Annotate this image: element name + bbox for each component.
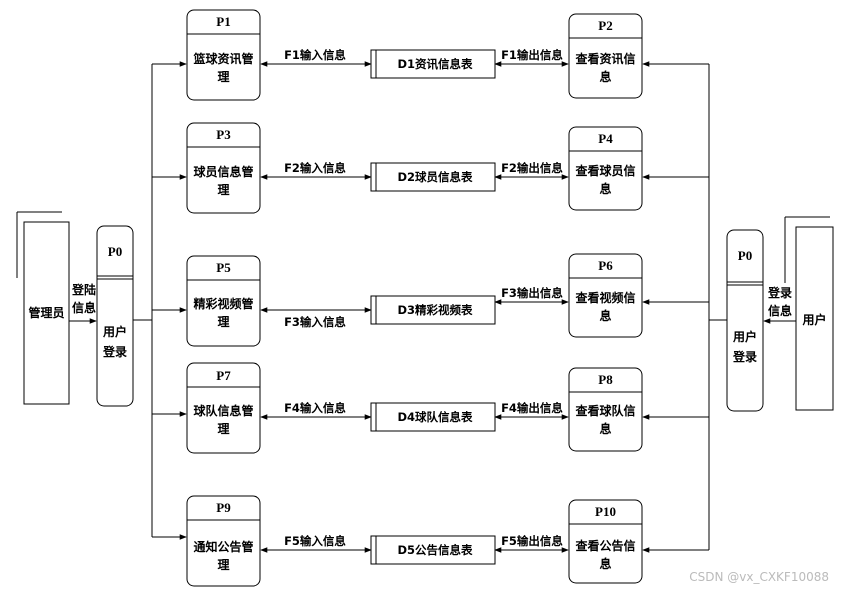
- process-p6-name-line1: 查看视频信: [574, 290, 635, 305]
- process-p5-name-line1: 精彩视频管: [193, 296, 253, 311]
- process-p7-name-line2: 理: [217, 422, 229, 436]
- user-login-info-line2: 信息: [768, 303, 792, 318]
- watermark: CSDN @vx_CXKF10088: [689, 570, 829, 584]
- user-login-info-line1: 登录: [767, 285, 792, 300]
- data-store-d1: D1资讯信息表: [370, 49, 496, 79]
- process-p3-name-line2: 理: [217, 183, 229, 197]
- data-store-d4: D4球队信息表: [370, 402, 496, 432]
- row-4: P7 球队信息管 理 F4输入信息 D4球队信息表 F4输出信息 P8 查看球队…: [152, 362, 709, 454]
- process-p4: [568, 126, 643, 211]
- process-p5: [186, 255, 261, 347]
- process-p7-name-line1: 球队信息管: [193, 403, 253, 418]
- right-login-process-name-line2: 登录: [732, 349, 757, 364]
- process-p6: [568, 253, 643, 338]
- process-p10-name-line1: 查看公告信: [574, 538, 635, 553]
- process-p4-name-line1: 查看球员信: [574, 163, 635, 178]
- process-p4-id: P4: [598, 131, 613, 146]
- process-p4-name-line2: 息: [599, 181, 611, 196]
- process-p3-id: P3: [216, 127, 231, 142]
- data-store-d2-label: D2球员信息表: [397, 170, 473, 184]
- input-flow-f4: F4输入信息: [284, 401, 346, 415]
- input-flow-f3: F3输入信息: [284, 315, 346, 329]
- process-p1: [186, 9, 261, 101]
- process-p6-id: P6: [598, 258, 613, 273]
- left-login-process-name-line2: 登录: [102, 344, 127, 359]
- data-store-d1-label: D1资讯信息表: [397, 57, 473, 71]
- process-p9-id: P9: [216, 500, 231, 515]
- left-login-process-name-line1: 用户: [102, 324, 127, 339]
- left-login-process-id: P0: [108, 244, 122, 259]
- left-login-process: P0 用户 登录: [96, 225, 134, 407]
- output-flow-f5: F5输出信息: [501, 534, 563, 548]
- process-p5-name-line2: 理: [217, 315, 229, 329]
- data-store-d3: D3精彩视频表: [370, 295, 496, 325]
- process-p10: [568, 499, 643, 584]
- process-p2: [568, 13, 643, 99]
- process-p8: [568, 367, 643, 452]
- data-store-d5-label: D5公告信息表: [397, 543, 473, 557]
- input-flow-f5: F5输入信息: [284, 534, 346, 548]
- process-p2-name-line1: 查看资讯信: [574, 51, 635, 66]
- output-flow-f2: F2输出信息: [501, 161, 563, 175]
- process-p6-name-line2: 息: [599, 308, 611, 323]
- process-p2-id: P2: [598, 18, 612, 33]
- process-p3: [186, 122, 261, 214]
- user-entity: 用户: [784, 216, 834, 411]
- right-login-process-name-line1: 用户: [732, 329, 757, 344]
- input-flow-f2: F2输入信息: [284, 161, 346, 175]
- process-p5-id: P5: [216, 260, 231, 275]
- admin-login-info-line1: 登陆: [71, 282, 96, 297]
- right-login-process-id: P0: [738, 248, 752, 263]
- right-login-process: P0 用户 登录: [726, 229, 764, 412]
- data-store-d5: D5公告信息表: [370, 535, 496, 565]
- row-3: P5 精彩视频管 理 F3输入信息 D3精彩视频表 F3输出信息 P6 查看视频…: [152, 253, 709, 347]
- process-p10-name-line2: 息: [599, 556, 611, 571]
- process-p8-id: P8: [598, 372, 613, 387]
- output-flow-f1: F1输出信息: [501, 48, 563, 62]
- process-p9: [186, 495, 261, 587]
- row-1: P1 篮球资讯管 理 F1输入信息 D1资讯信息表 F1输出信息 P2 查看资讯…: [152, 9, 709, 101]
- admin-login-info-line2: 信息: [72, 300, 96, 315]
- process-p8-name-line1: 查看球队信: [574, 403, 635, 418]
- process-p9-name-line2: 理: [217, 558, 229, 572]
- process-p9-name-line1: 通知公告管: [193, 539, 253, 554]
- process-p1-id: P1: [216, 14, 230, 29]
- process-p2-name-line2: 息: [599, 69, 611, 84]
- data-store-d4-label: D4球队信息表: [397, 410, 473, 424]
- input-flow-f1: F1输入信息: [284, 48, 346, 62]
- data-store-d3-label: D3精彩视频表: [397, 303, 473, 317]
- admin-entity: 管理员: [16, 211, 70, 405]
- output-flow-f3: F3输出信息: [501, 286, 563, 300]
- process-p3-name-line1: 球员信息管: [193, 164, 253, 179]
- user-label: 用户: [801, 312, 826, 327]
- output-flow-f4: F4输出信息: [501, 401, 563, 415]
- row-5: P9 通知公告管 理 F5输入信息 D5公告信息表 F5输出信息 P10 查看公…: [152, 495, 709, 587]
- process-p10-id: P10: [595, 504, 616, 519]
- process-p7: [186, 362, 261, 454]
- process-p1-name-line2: 理: [217, 70, 229, 84]
- process-p8-name-line2: 息: [599, 421, 611, 436]
- row-2: P3 球员信息管 理 F2输入信息 D2球员信息表 F2输出信息 P4 查看球员…: [152, 122, 709, 214]
- admin-label: 管理员: [28, 305, 64, 320]
- data-store-d2: D2球员信息表: [370, 162, 496, 192]
- process-p1-name-line1: 篮球资讯管: [192, 51, 253, 66]
- process-p7-id: P7: [216, 368, 231, 383]
